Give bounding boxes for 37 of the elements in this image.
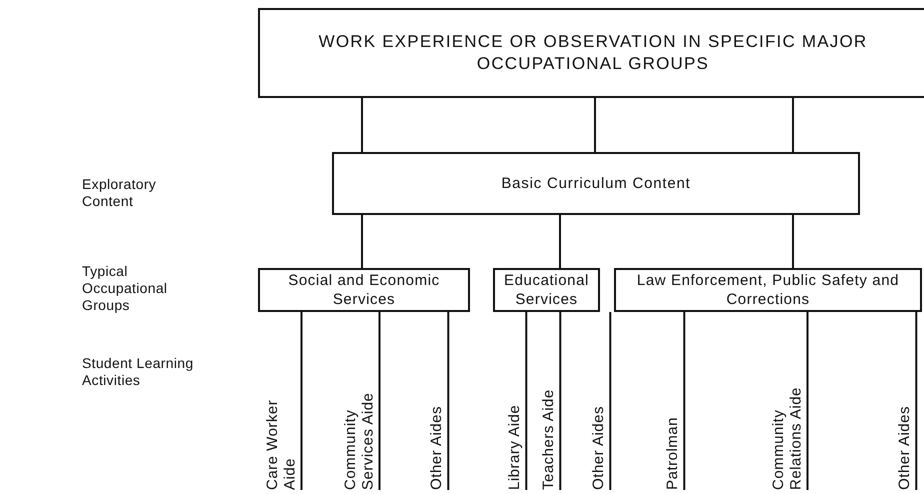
category-box [258,268,470,312]
row-label: Typical Occupational Groups [82,263,168,314]
row-label: Exploratory Content [82,176,158,210]
connector-line [559,312,562,490]
activity-label: Library Aide [506,330,524,490]
connector-line [594,98,596,152]
connector-line [792,215,794,268]
connector-line [378,312,380,490]
connector-line [559,215,561,268]
category-box [258,8,924,98]
box-text: Social and Economic Services [287,270,441,310]
connector-line [361,215,363,268]
box-text: Educational Services [504,270,589,310]
connector-line [683,312,686,490]
row-label: Student Learning Activities [82,355,194,389]
connector-line [300,312,302,490]
activity-label: Teachers Aide [540,330,558,490]
connector-line [447,312,450,490]
category-box [493,268,600,312]
connector-line [792,98,794,152]
category-box [332,152,860,215]
connector-line [609,312,612,490]
connector-line [915,312,918,490]
activity-label: Other Aides [590,406,608,490]
activity-label: Other Aides [428,406,446,490]
activity-label: Other Aides [896,406,914,490]
connector-line [806,312,808,490]
connector-line [361,98,363,152]
box-text: Basic Curriculum Content [501,174,691,194]
activity-label: Care Worker Aide [264,375,298,490]
connector-line [525,312,528,490]
category-box [614,268,922,312]
activity-label: Community Relations Aide [770,370,804,490]
box-text: Law Enforcement, Public Safety and Corrections [636,270,900,310]
activity-label: Patrolman [664,417,682,490]
box-text: WORK EXPERIENCE OR OBSERVATION IN SPECIFIC MAJOR OCCUPATIONAL GROUPS [318,30,868,75]
activity-label: Community Services Aide [342,375,376,490]
